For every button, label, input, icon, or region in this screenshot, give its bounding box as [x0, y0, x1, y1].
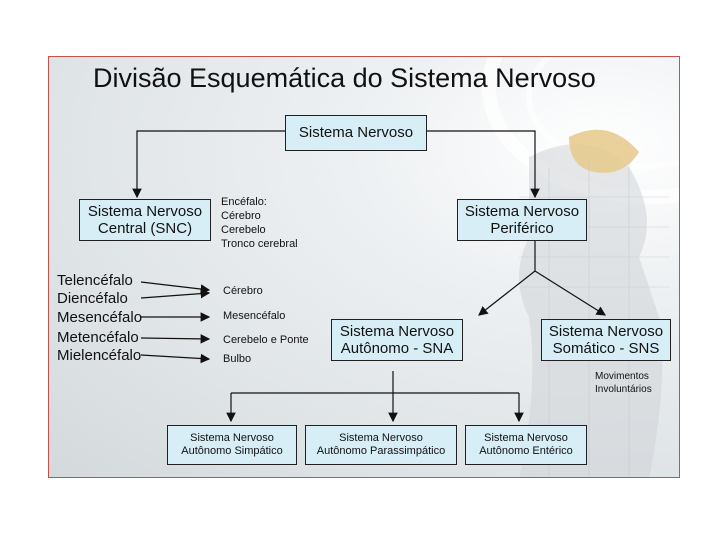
- connector-lines: [132, 130, 607, 423]
- node-enterico: Sistema Nervoso Autônomo Entérico: [465, 425, 587, 465]
- note-movimentos: Movimentos Involuntários: [595, 370, 652, 396]
- note-line: Movimentos: [595, 371, 649, 382]
- target-mesencefalo: Mesencéfalo: [223, 310, 286, 322]
- page-title: Divisão Esquemática do Sistema Nervoso: [93, 63, 596, 93]
- node-snc: Sistema Nervoso Central (SNC): [79, 199, 211, 241]
- subdivision-metencefalo: Metencéfalo: [57, 329, 139, 346]
- encefalo-list: Encéfalo: Cérebro Cerebelo Tronco cerebr…: [221, 195, 298, 251]
- target-cerebelo-ponte: Cerebelo e Ponte: [223, 334, 309, 346]
- node-simpatico: Sistema Nervoso Autônomo Simpático: [167, 425, 297, 465]
- node-sns: Sistema Nervoso Somático - SNS: [541, 319, 671, 361]
- subdivision-mielencefalo: Mielencéfalo: [57, 347, 142, 364]
- target-bulbo: Bulbo: [223, 353, 252, 365]
- encefalo-item: Encéfalo:: [221, 196, 267, 208]
- subdivision-mesencefalo: Mesencéfalo: [57, 309, 143, 326]
- node-snp: Sistema Nervoso Periférico: [457, 199, 587, 241]
- note-line: Involuntários: [595, 384, 652, 395]
- encefalo-item: Cerebelo: [221, 224, 266, 236]
- target-cerebro: Cérebro: [223, 285, 263, 297]
- encefalo-item: Cérebro: [221, 210, 261, 222]
- node-sna: Sistema Nervoso Autônomo - SNA: [331, 319, 463, 361]
- node-parassimpatico: Sistema Nervoso Autônomo Parassimpático: [305, 425, 457, 465]
- brain-icon: [569, 129, 639, 173]
- encefalo-item: Tronco cerebral: [221, 238, 298, 250]
- subdivision-diencefalo: Diencéfalo: [57, 290, 128, 307]
- subdivision-telencefalo: Telencéfalo: [57, 272, 133, 289]
- node-sistema-nervoso: Sistema Nervoso: [285, 115, 427, 151]
- diagram-slide: Divisão Esquemática do Sistema Nervoso: [48, 56, 680, 478]
